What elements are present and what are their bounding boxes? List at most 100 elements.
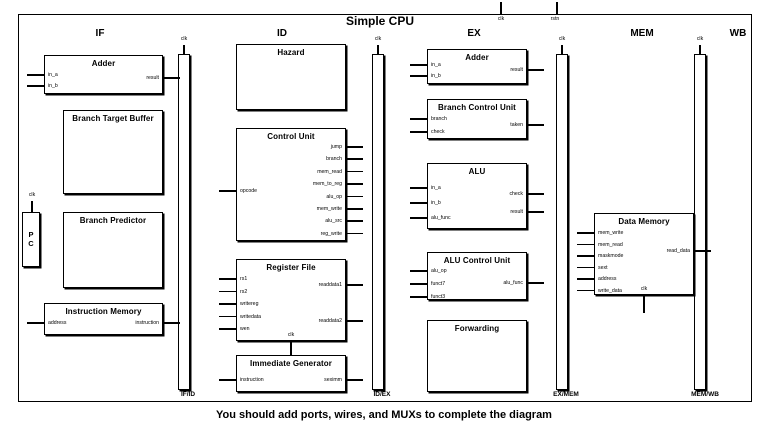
- block-input-wire-branch_control_unit-branch: [410, 118, 427, 120]
- block-input-instruction_memory-address: address: [48, 320, 67, 326]
- block-output-control_unit-alu_src: alu_src: [325, 218, 342, 225]
- pipeline-register-clk-wire-id_ex: [377, 45, 379, 54]
- stage-label-wb: WB: [729, 28, 747, 39]
- block-input-wire-data_memory-mem_read: [577, 243, 594, 245]
- block-input-wire-ex_adder-in_b: [410, 75, 427, 77]
- block-input-if_adder-in_a: in_a: [48, 72, 58, 78]
- block-input-register_file-wen: wen: [240, 326, 250, 333]
- block-input-immediate_generator-instruction: instruction: [240, 377, 264, 383]
- block-output-wire-if_adder-result: [163, 77, 180, 79]
- block-title-register_file: Register File: [266, 263, 316, 272]
- block-input-data_memory-mem_write: mem_write: [598, 230, 624, 236]
- block-input-ex_adder-in_b: in_b: [431, 73, 441, 79]
- global-signal-wire-rstn: [556, 2, 558, 15]
- pipeline-register-clk-label-if_id: clk: [180, 36, 188, 42]
- block-title-if_adder: Adder: [91, 59, 116, 68]
- stage-label-if: IF: [95, 28, 105, 39]
- block-output-wire-instruction_memory-instruction: [163, 322, 180, 324]
- block-input-data_memory-maskmode: maskmode: [598, 253, 624, 259]
- block-input-wire-instruction_memory-address: [27, 322, 44, 324]
- pipeline-register-clk-wire-mem_wb: [699, 45, 701, 54]
- block-output-wire-data_memory-read_data: [694, 250, 711, 252]
- block-title-data_memory: Data Memory: [618, 217, 670, 226]
- block-output-wire-control_unit-mem_read: [346, 170, 363, 173]
- block-input-wire-register_file-rs1: [219, 278, 236, 280]
- pc-clk-label: clk: [28, 192, 36, 198]
- diagram-caption: You should add ports, wires, and MUXs to…: [216, 409, 552, 421]
- block-input-wire-alu-in_a: [410, 187, 427, 189]
- block-output-instruction_memory-instruction: instruction: [135, 320, 159, 326]
- block-output-wire-alu-result: [527, 211, 544, 213]
- block-input-wire-alu-in_b: [410, 202, 427, 204]
- pipeline-register-mem_wb: [694, 54, 706, 390]
- block-title-branch_predictor: Branch Predictor: [79, 216, 147, 225]
- stage-label-ex: EX: [467, 28, 481, 39]
- block-title-forwarding: Forwarding: [454, 324, 500, 333]
- block-input-alu-alu_func: alu_func: [431, 215, 451, 221]
- block-output-ex_adder-result: result: [510, 67, 523, 73]
- block-input-wire-ex_adder-in_a: [410, 64, 427, 66]
- block-output-control_unit-mem_write: mem_write: [316, 206, 342, 212]
- block-forwarding: Forwarding: [427, 320, 527, 392]
- block-input-wire-alu_control_unit-funct3: [410, 296, 427, 298]
- block-input-wire-data_memory-sext: [577, 266, 594, 268]
- pc-label-p: P: [28, 230, 34, 239]
- block-input-data_memory-mem_read: mem_read: [598, 241, 623, 248]
- block-output-control_unit-mem_read: mem_read: [317, 168, 342, 175]
- block-input-data_memory-address: address: [598, 276, 617, 282]
- global-signal-label-rstn: rstn: [550, 16, 560, 22]
- pc-clk-wire: [31, 201, 33, 212]
- block-title-alu: ALU: [468, 167, 486, 176]
- stage-label-mem: MEM: [630, 28, 654, 39]
- block-title-alu_control_unit: ALU Control Unit: [443, 256, 511, 265]
- block-output-wire-control_unit-alu_src: [346, 220, 363, 222]
- block-branch_predictor: Branch Predictor: [63, 212, 163, 288]
- block-input-wire-register_file-rs2: [219, 290, 236, 293]
- block-output-wire-register_file-readdata1: [346, 284, 363, 286]
- block-input-wire-register_file-writedata: [219, 315, 236, 318]
- block-input-register_file-writedata: writedata: [240, 313, 262, 320]
- block-input-branch_control_unit-check: check: [431, 129, 445, 135]
- block-input-data_memory-write_data: write_data: [598, 287, 622, 294]
- block-input-wire-data_memory-write_data: [577, 289, 594, 291]
- block-title-instruction_memory: Instruction Memory: [65, 307, 142, 316]
- block-input-wire-register_file-writereg: [219, 303, 236, 305]
- block-output-control_unit-alu_op: alu_op: [326, 193, 342, 200]
- block-input-if_adder-in_b: in_b: [48, 83, 58, 89]
- pipeline-register-label-if_id: IF/ID: [180, 391, 196, 398]
- block-input-register_file-rs1: rs1: [240, 276, 248, 282]
- block-input-wire-alu-alu_func: [410, 217, 427, 219]
- block-bottom-data_memory-clk: clk: [640, 286, 648, 292]
- pipeline-register-clk-label-id_ex: clk: [374, 36, 382, 42]
- block-input-wire-if_adder-in_b: [27, 85, 44, 87]
- pipeline-register-if_id: [178, 54, 190, 390]
- block-output-wire-control_unit-branch: [346, 158, 363, 160]
- block-title-control_unit: Control Unit: [267, 132, 315, 141]
- block-output-register_file-readdata1: readdata1: [318, 282, 342, 288]
- block-input-wire-if_adder-in_a: [27, 74, 44, 76]
- pipeline-register-clk-wire-if_id: [183, 45, 185, 54]
- block-input-wire-data_memory-mem_write: [577, 232, 594, 234]
- block-output-alu-check: check: [509, 191, 523, 197]
- block-input-wire-control_unit-opcode: [219, 190, 236, 192]
- block-input-wire-data_memory-maskmode: [577, 255, 594, 257]
- block-output-wire-control_unit-mem_to_reg: [346, 183, 363, 185]
- pipeline-register-label-mem_wb: MEM/WB: [691, 391, 719, 398]
- page-title: Simple CPU: [345, 14, 414, 28]
- block-output-wire-ex_adder-result: [527, 69, 544, 71]
- block-output-register_file-readdata2: readdata2: [318, 318, 342, 324]
- block-output-control_unit-mem_to_reg: mem_to_reg: [312, 181, 342, 188]
- block-if_adder: Adder in_a in_b result: [44, 55, 163, 94]
- block-title-ex_adder: Adder: [465, 53, 489, 62]
- block-input-alu_control_unit-alu_op: alu_op: [431, 268, 447, 274]
- block-title-hazard: Hazard: [277, 48, 305, 57]
- block-output-if_adder-result: result: [146, 75, 159, 81]
- block-output-wire-control_unit-reg_write: [346, 232, 363, 235]
- block-output-control_unit-branch: branch: [326, 156, 342, 163]
